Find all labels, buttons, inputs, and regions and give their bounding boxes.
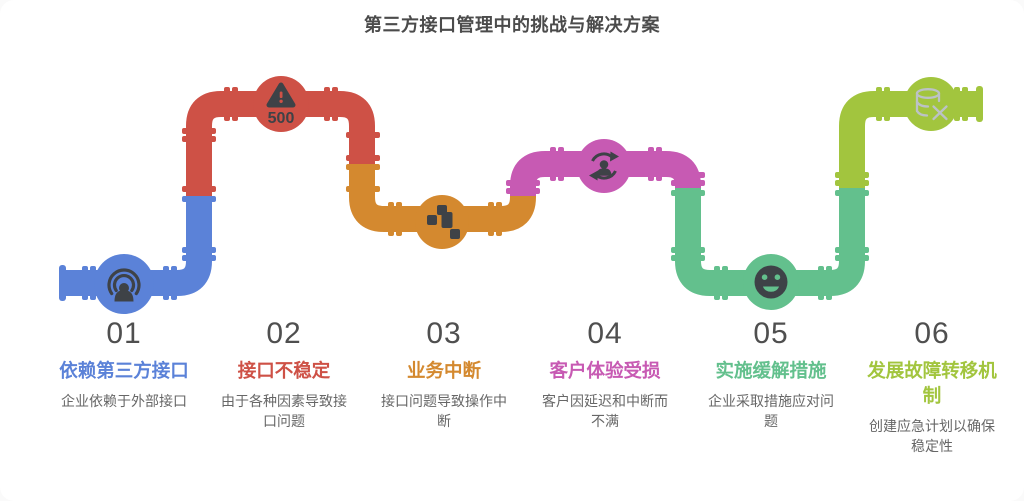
node-5	[743, 254, 799, 310]
node-2: 500	[253, 76, 309, 132]
pipe-end-cap	[976, 86, 983, 122]
badge-500: 500	[268, 110, 295, 127]
broken-blocks-icon	[427, 205, 460, 239]
podcast-icon	[107, 268, 141, 302]
smiley-icon	[754, 265, 788, 299]
warning-500-icon: 500	[266, 82, 296, 127]
pipe-segment-6-lime	[839, 86, 983, 188]
user-sync-icon	[589, 151, 619, 181]
pipe-flanges	[82, 87, 968, 300]
node-3	[415, 195, 469, 249]
pipe-start-cap	[59, 265, 66, 301]
pipe-segment-1-blue	[59, 196, 212, 301]
database-error-icon	[915, 88, 948, 121]
node-1	[94, 254, 154, 314]
node-4	[577, 139, 631, 193]
page-title: 第三方接口管理中的挑战与解决方案	[364, 15, 660, 35]
node-6	[904, 77, 958, 131]
